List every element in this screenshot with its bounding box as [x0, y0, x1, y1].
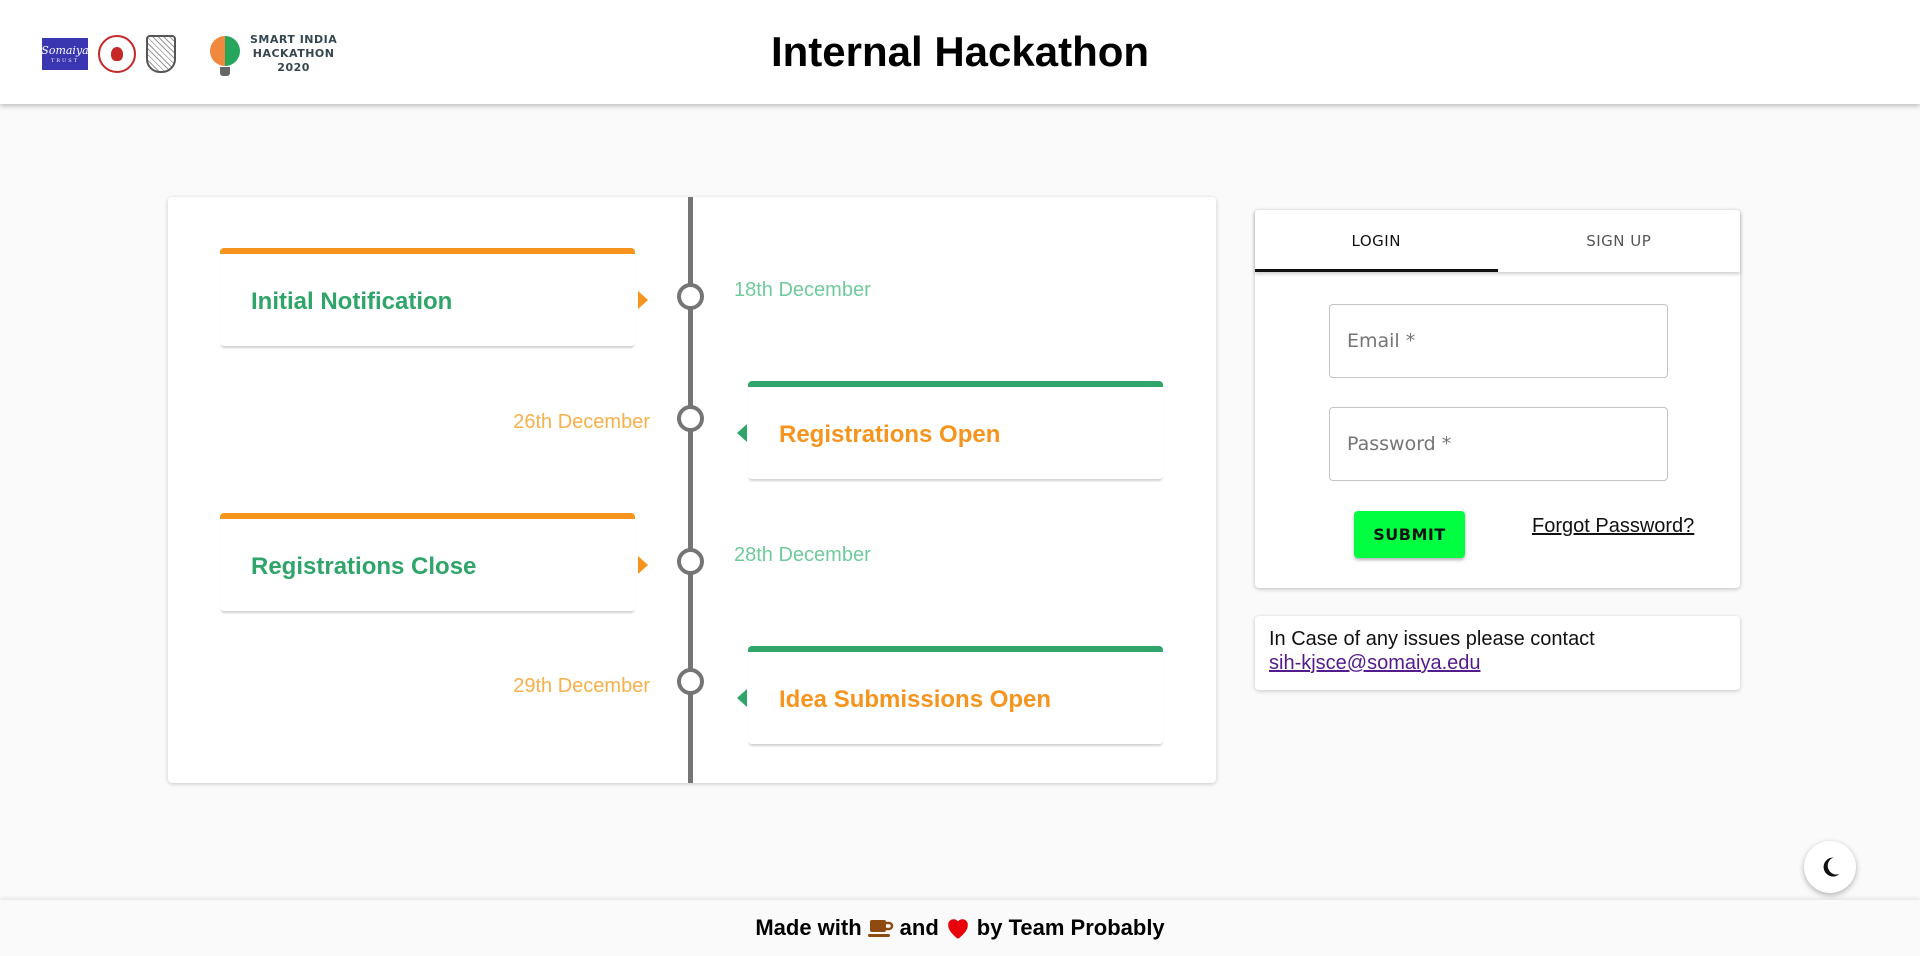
timeline-event-initial-notification: Initial Notification [220, 248, 648, 346]
arrow-right-icon [638, 291, 648, 309]
arrow-left-icon [737, 424, 747, 442]
password-field [1329, 407, 1668, 481]
footer-text-team: by Team Probably [976, 915, 1165, 940]
theme-toggle-button[interactable] [1804, 841, 1856, 893]
timeline-event-label: Registrations Open [779, 421, 1001, 448]
university-emblem-logo [98, 35, 136, 73]
timeline-line [688, 197, 693, 783]
footer-text-made-with: Made with [755, 915, 862, 940]
moon-icon [1823, 857, 1840, 877]
password-input[interactable] [1330, 408, 1667, 480]
timeline-event-label: Idea Submissions Open [779, 686, 1052, 713]
active-tab-indicator [1255, 269, 1498, 272]
arrow-right-icon [638, 556, 648, 574]
auth-tabs: LOGIN SIGN UP [1255, 210, 1740, 272]
footer: Made with and by Team Probably [0, 900, 1920, 956]
timeline-event-date: 26th December [513, 411, 650, 433]
timeline-event-date: 28th December [734, 544, 871, 566]
submit-button[interactable]: SUBMIT [1354, 511, 1465, 558]
timeline-dot [677, 668, 704, 695]
email-field [1329, 304, 1668, 378]
tab-sign-up[interactable]: SIGN UP [1586, 232, 1652, 250]
timeline-event-date: 18th December [734, 279, 871, 301]
coffee-icon [867, 917, 894, 939]
contact-text: In Case of any issues please contact [1269, 628, 1595, 650]
timeline-event-idea-submissions-open: Idea Submissions Open [737, 646, 1163, 744]
somaiya-logo-sub: TRUST [50, 57, 80, 64]
timeline-card: Initial Notification 18th December Regis… [168, 197, 1216, 783]
header-logos: Somaiya TRUST SMART INDIA HACKATHON 2020 [41, 28, 337, 80]
bulb-icon [206, 30, 244, 78]
auth-card: LOGIN SIGN UP SUBMIT Forgot Password? [1255, 210, 1740, 588]
footer-text-and: and [899, 915, 939, 940]
app-header: Somaiya TRUST SMART INDIA HACKATHON 2020… [0, 0, 1920, 104]
timeline-event-date: 29th December [513, 675, 650, 697]
timeline-event-registrations-close: Registrations Close [220, 513, 648, 611]
sih-logo-text: SMART INDIA HACKATHON 2020 [250, 33, 338, 74]
timeline-dot [677, 548, 704, 575]
contact-card: In Case of any issues please contact sih… [1255, 616, 1740, 690]
arrow-left-icon [737, 689, 747, 707]
timeline-dot [677, 405, 704, 432]
tab-login[interactable]: LOGIN [1351, 232, 1401, 250]
page-title: Internal Hackathon [770, 28, 1150, 75]
college-crest-logo [146, 35, 176, 73]
timeline-event-registrations-open: Registrations Open [737, 381, 1163, 479]
heart-icon [945, 916, 971, 940]
timeline-dot [677, 283, 704, 310]
forgot-password-link[interactable]: Forgot Password? [1532, 515, 1695, 537]
timeline-event-label: Initial Notification [251, 288, 453, 315]
sih-logo: SMART INDIA HACKATHON 2020 [206, 30, 337, 78]
somaiya-logo-text: Somaiya [41, 43, 89, 57]
timeline-event-label: Registrations Close [251, 553, 477, 580]
somaiya-trust-logo: Somaiya TRUST [41, 38, 89, 70]
contact-email-link[interactable]: sih-kjsce@somaiya.edu [1269, 652, 1481, 674]
email-input[interactable] [1330, 305, 1667, 377]
